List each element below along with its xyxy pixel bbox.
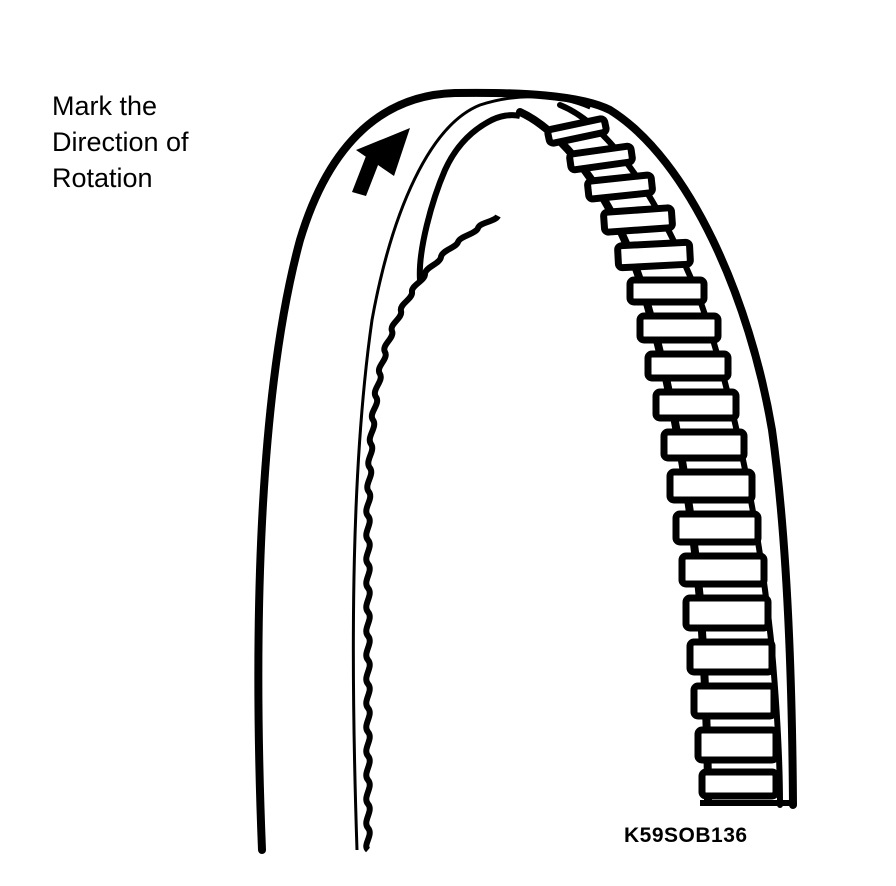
instruction-label: Mark the Direction of Rotation: [52, 88, 189, 196]
belt-tooth: [686, 638, 776, 676]
instruction-line-3: Rotation: [52, 163, 153, 193]
belt-tooth: [682, 594, 772, 632]
belt-tooth: [698, 768, 780, 800]
belt-tooth: [678, 552, 768, 588]
belt-inner-surface-line: [351, 95, 591, 851]
figure-code: K59SOB136: [624, 824, 748, 847]
belt-outer-edge: [254, 88, 797, 854]
belt-tooth: [544, 115, 610, 147]
belt-tooth: [672, 510, 762, 546]
belt-teeth-crest: [416, 112, 521, 281]
belt-tooth: [636, 312, 722, 344]
direction-arrow-icon: [352, 128, 410, 196]
belt-tooth: [600, 204, 676, 236]
belt-tooth: [660, 428, 748, 462]
belt-tooth: [666, 468, 756, 504]
belt-tooth: [652, 388, 740, 422]
instruction-line-2: Direction of: [52, 127, 189, 157]
belt-tooth: [626, 276, 708, 306]
belt-teeth-rectangles: [544, 115, 780, 800]
belt-tooth: [614, 238, 694, 272]
instruction-line-1: Mark the: [52, 91, 158, 121]
belt-tooth: [566, 142, 636, 174]
belt-tooth: [694, 726, 780, 764]
belt-teeth-profile: [363, 214, 501, 853]
belt-tooth: [644, 350, 732, 382]
belt-tooth: [584, 171, 656, 203]
belt-tooth: [690, 682, 778, 720]
